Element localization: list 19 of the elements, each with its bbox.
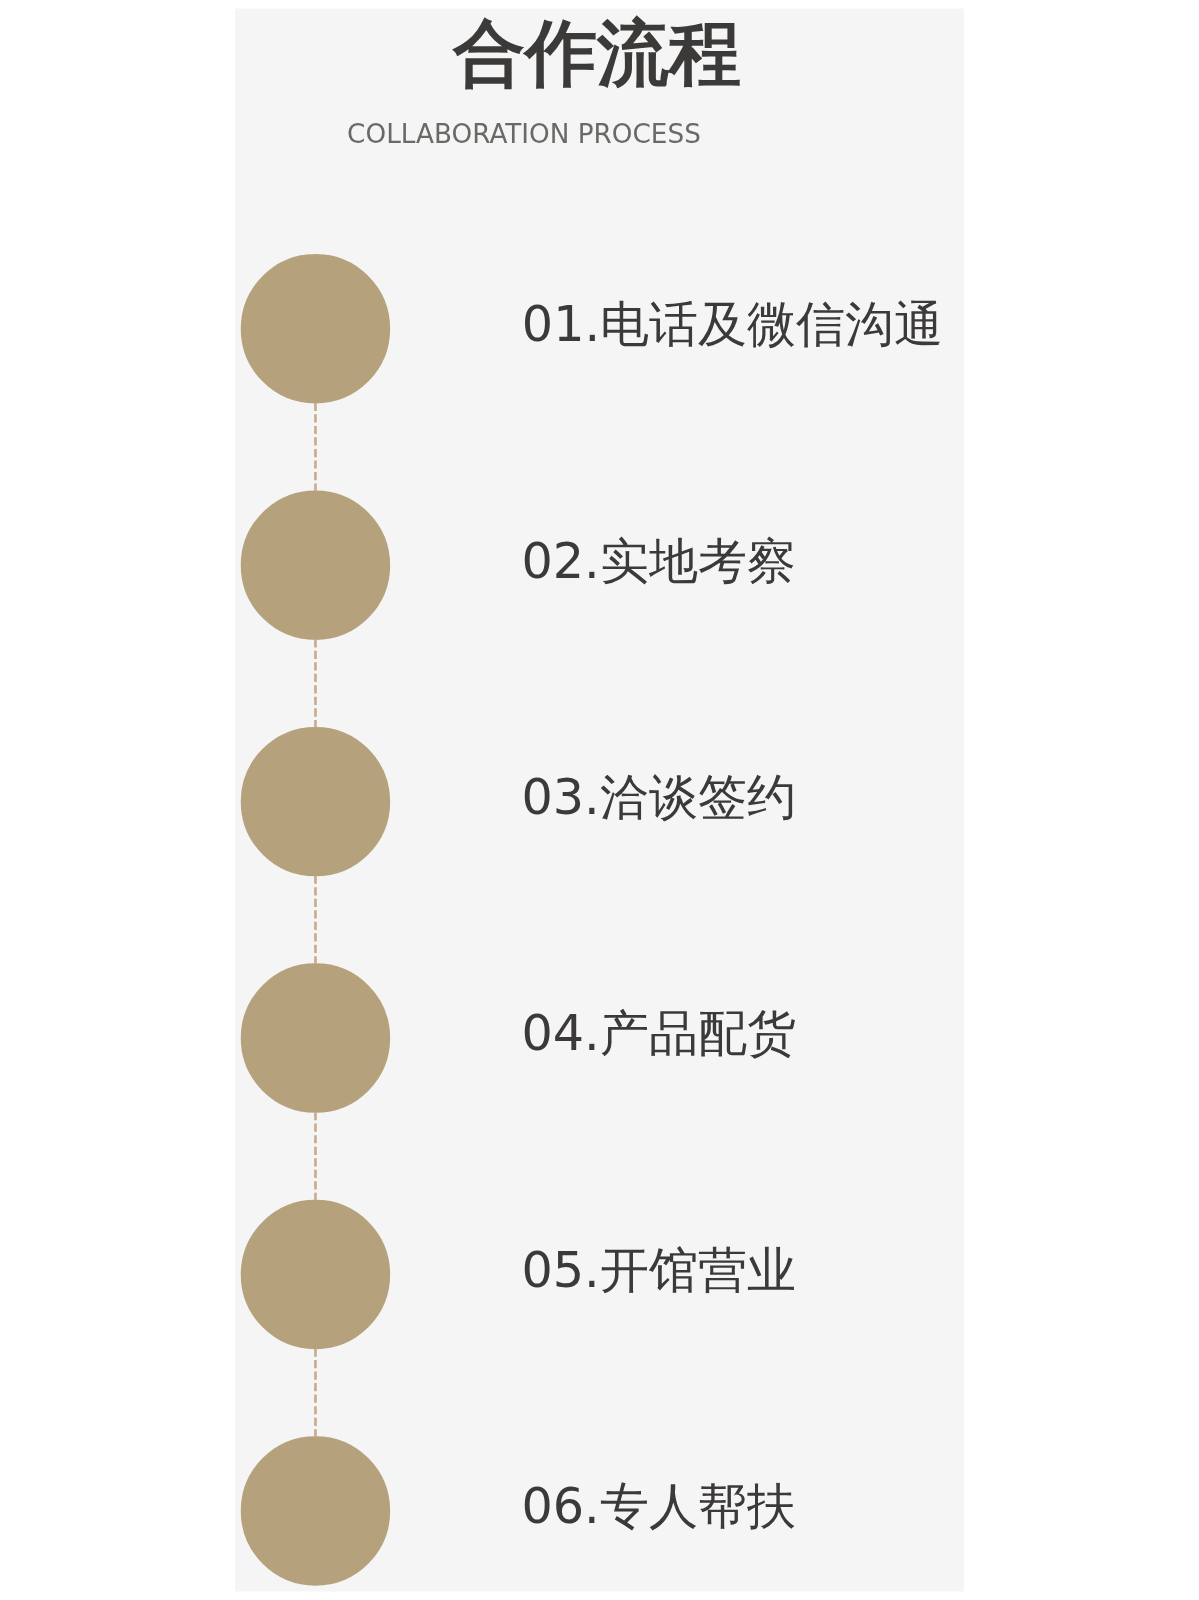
connector xyxy=(314,639,317,728)
node-label: 06.专人帮扶 xyxy=(521,1477,796,1536)
node-label: 03.洽谈签约 xyxy=(521,767,796,826)
node-label: 01.电话及微信沟通 xyxy=(521,295,944,354)
node-label: 02.实地考察 xyxy=(521,531,796,590)
connector xyxy=(314,875,317,964)
node-circle xyxy=(240,726,391,877)
connector xyxy=(314,1112,317,1201)
node-circle xyxy=(240,1436,391,1586)
connector xyxy=(314,1348,317,1437)
label: COLLABORATION PROCESS xyxy=(347,118,701,149)
node-label: 04.产品配货 xyxy=(521,1004,796,1063)
node-circle xyxy=(240,490,391,640)
diagram-title: 合作流程 xyxy=(453,10,742,95)
node-circle xyxy=(240,254,391,404)
connector xyxy=(314,402,317,492)
node-circle xyxy=(240,963,391,1113)
node-circle xyxy=(240,1199,391,1350)
node-label: 05.开馆营业 xyxy=(521,1240,796,1299)
